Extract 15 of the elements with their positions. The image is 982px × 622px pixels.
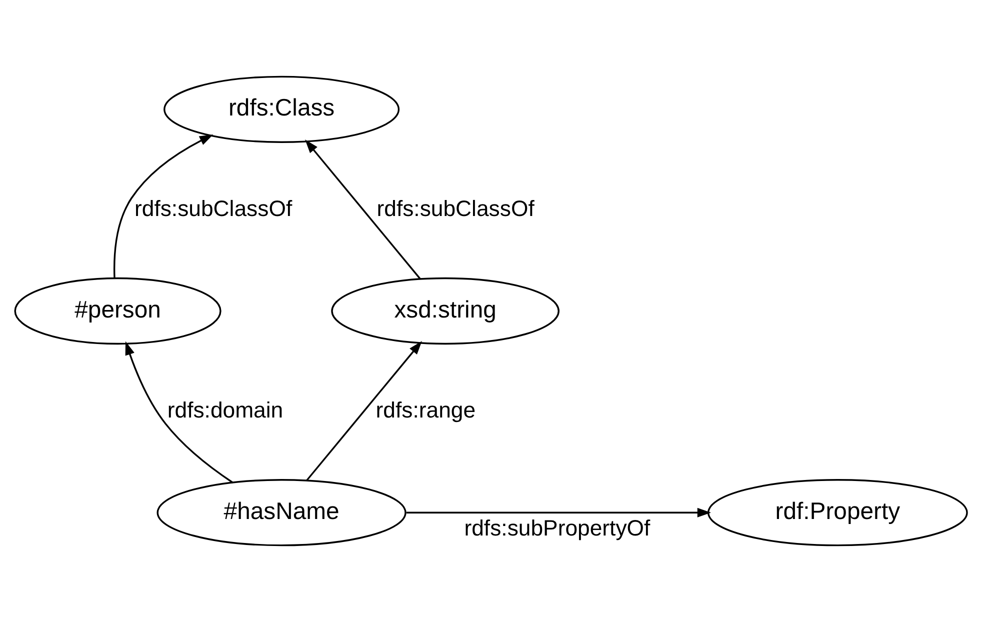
node-ellipse: rdfs:Class — [164, 76, 400, 143]
node-ellipse: #hasName — [156, 479, 406, 546]
arrow — [125, 341, 234, 484]
arrow — [114, 134, 214, 278]
arrow — [305, 139, 422, 280]
edge-label: rdfs:subPropertyOf — [464, 515, 650, 540]
edge-label: rdfs:subClassOf — [376, 196, 534, 221]
node-ellipse: #person — [14, 277, 222, 345]
edge-label: rdfs:domain — [167, 398, 284, 423]
edge-label: rdfs:subClassOf — [134, 196, 292, 221]
arrow — [406, 508, 712, 518]
node-ellipse: xsd:string — [331, 277, 560, 345]
edge-label: rdfs:range — [376, 398, 476, 423]
node-ellipse: rdf:Property — [707, 479, 968, 546]
arrow — [306, 340, 422, 481]
